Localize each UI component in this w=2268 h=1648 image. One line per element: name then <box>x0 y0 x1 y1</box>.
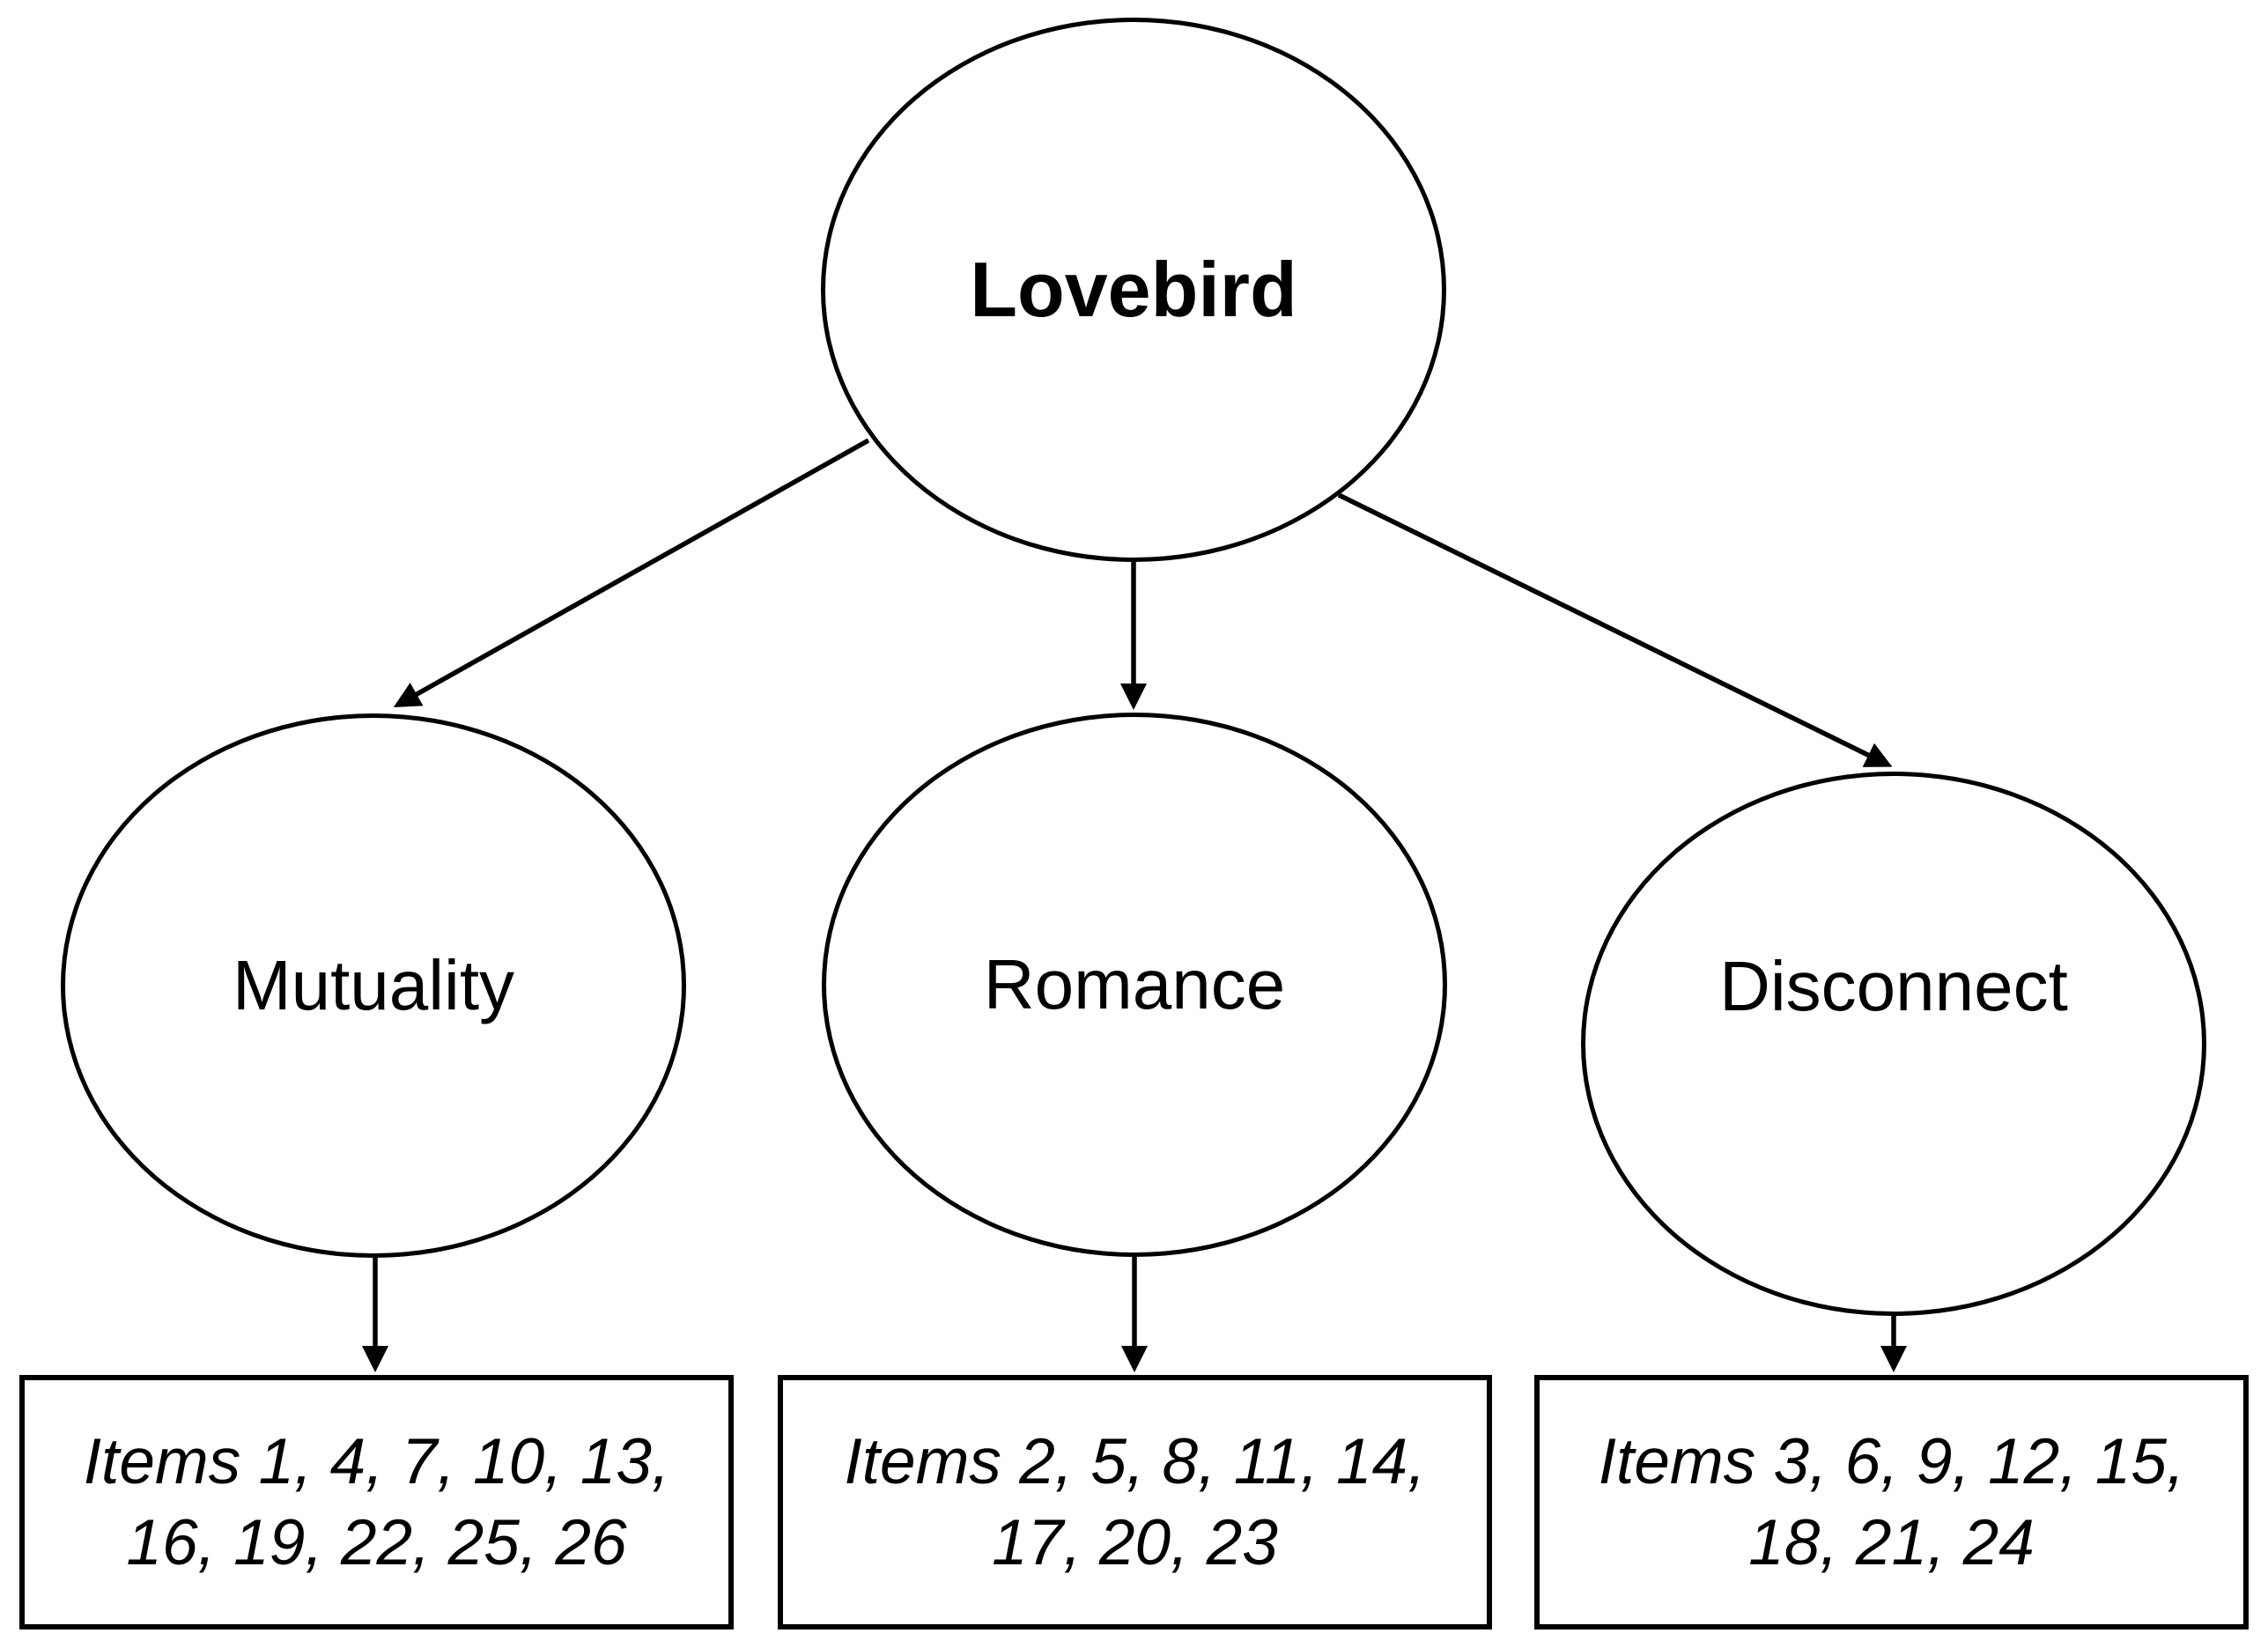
items-box-romance: Items 2, 5, 8, 11, 14, 17, 20, 23 <box>778 1375 1492 1630</box>
node-label-mutuality: Mutuality <box>232 946 515 1024</box>
items-list-disconnect: Items 3, 6, 9, 12, 15, 18, 21, 24 <box>1598 1426 2185 1578</box>
items-list-romance: Items 2, 5, 8, 11, 14, 17, 20, 23 <box>844 1426 1426 1578</box>
node-label-disconnect: Disconnect <box>1719 947 2068 1025</box>
latent-node-lovebird: Lovebird <box>821 18 1446 562</box>
items-list-mutuality: Items 1, 4, 7, 10, 13, 16, 19, 22, 25, 2… <box>83 1426 670 1578</box>
node-label-romance: Romance <box>983 945 1286 1024</box>
items-box-mutuality: Items 1, 4, 7, 10, 13, 16, 19, 22, 25, 2… <box>19 1375 734 1630</box>
factor-node-romance: Romance <box>822 713 1447 1257</box>
items-box-disconnect: Items 3, 6, 9, 12, 15, 18, 21, 24 <box>1534 1375 2249 1630</box>
arrow-lovebird-to-disconnect <box>1337 492 1893 767</box>
arrow-lovebird-to-mutuality <box>393 438 870 707</box>
node-label-lovebird: Lovebird <box>970 246 1297 333</box>
factor-node-mutuality: Mutuality <box>61 713 686 1258</box>
factor-node-disconnect: Disconnect <box>1581 772 2206 1316</box>
